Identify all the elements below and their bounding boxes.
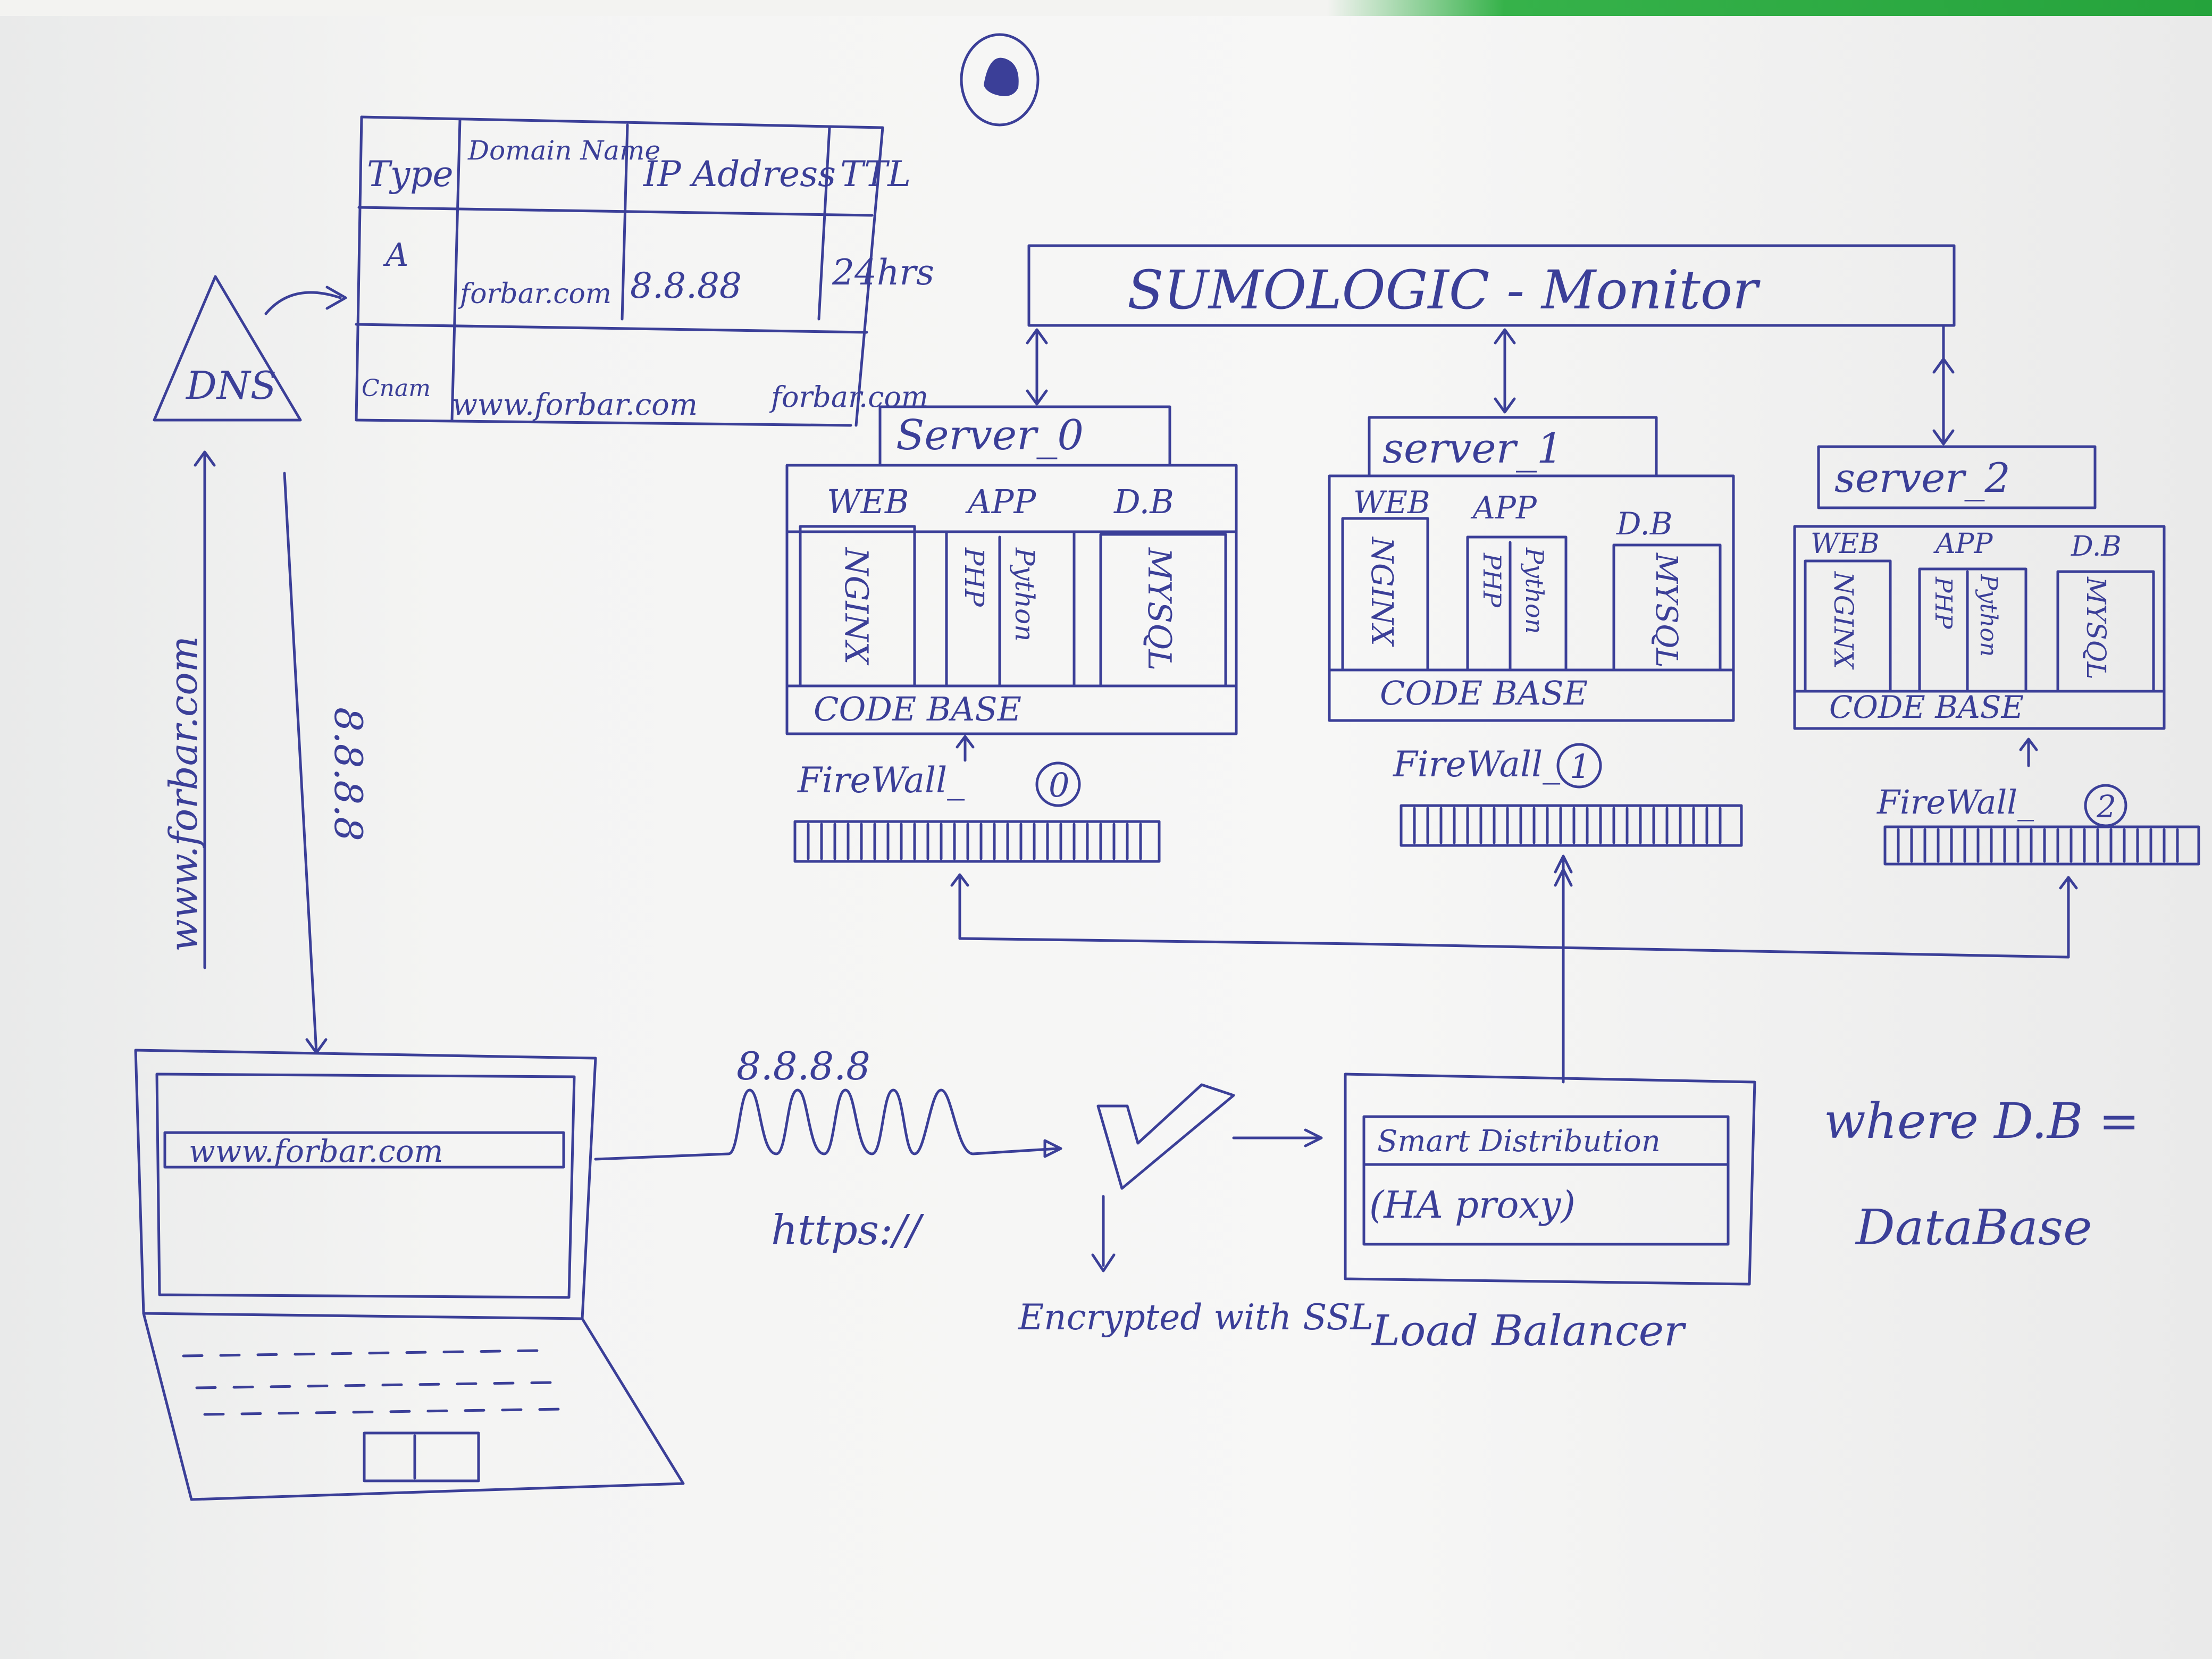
lb-label: Load Balancer	[1371, 1306, 1687, 1355]
server-0-web-label: WEB	[827, 482, 909, 521]
lb-smart-distribution: Smart Distribution	[1377, 1124, 1661, 1159]
row-cname-target: forbar.com	[769, 380, 928, 414]
legend-note: where D.B = DataBase	[1824, 1093, 2140, 1256]
firewall-2-label: FireWall_	[1876, 783, 2034, 822]
server-1-app-label: APP	[1470, 490, 1537, 526]
firewall-2-bricks	[1897, 828, 2179, 863]
header-domain: Domain Name	[467, 135, 660, 166]
server-2-app-label: APP	[1933, 528, 1993, 560]
sumologic-monitor: SUMOLOGIC - Monitor	[1026, 244, 1956, 446]
server-2-codebase: CODE BASE	[1829, 689, 2024, 725]
header-ttl: TTL	[840, 154, 911, 195]
row-a-type: A	[383, 237, 408, 274]
row-cname-domain: www.forbar.com	[452, 388, 698, 422]
dns-response-label: 8.8.8.8	[326, 707, 371, 841]
dns-query-arrows: www.forbar.com 8.8.8.8	[161, 450, 371, 1054]
firewall-1-bricks	[1413, 807, 1722, 844]
server-0-codebase: CODE BASE	[814, 690, 1021, 728]
firewall-1-label: FireWall_	[1393, 744, 1560, 785]
server-2: server_2 WEB APP D.B NGINX PHP Python MY…	[1793, 445, 2200, 866]
dns-label: DNS	[185, 363, 276, 408]
connection-ip-label: 8.8.8.8	[736, 1044, 870, 1088]
server-0-db-label: D.B	[1113, 482, 1174, 521]
firewall-2-number: 2	[2096, 789, 2116, 825]
server-2-db-label: D.B	[2071, 531, 2122, 563]
dns-record-table: Type Domain Name IP Address TTL A forbar…	[355, 115, 934, 427]
server-0-php: PHP	[959, 547, 990, 607]
firewall-0-bricks	[807, 823, 1142, 860]
row-a-domain: forbar.com	[458, 278, 611, 310]
server-1-name: server_1	[1382, 425, 1563, 473]
server-2-nginx: NGINX	[1828, 571, 1859, 670]
server-1-nginx: NGINX	[1364, 536, 1399, 647]
dns-node: DNS	[153, 275, 347, 422]
connection-protocol-label: https://	[771, 1206, 924, 1254]
monitor-label: SUMOLOGIC - Monitor	[1127, 259, 1761, 321]
server-1-mysql: MYSQL	[1649, 552, 1683, 668]
server-0-name: Server_0	[896, 412, 1084, 459]
firewall-0-label: FireWall_	[797, 760, 965, 801]
server-1-db-label: D.B	[1616, 506, 1673, 542]
server-2-mysql: MYSQL	[2081, 576, 2112, 680]
ssl-check-icon: Encrypted with SSL	[1018, 1083, 1373, 1338]
row-a-ttl: 24hrs	[832, 252, 934, 293]
note-line-2: DataBase	[1855, 1199, 2092, 1256]
dns-query-label: www.forbar.com	[161, 636, 206, 952]
server-2-name: server_2	[1834, 454, 2010, 501]
laptop-url-bar: www.forbar.com	[189, 1133, 443, 1169]
row-a-ip: 8.8.88	[630, 265, 742, 306]
header-ip: IP Address	[643, 154, 836, 195]
lb-ha-proxy: (HA proxy)	[1369, 1183, 1576, 1227]
server-2-python: Python	[1975, 574, 2002, 657]
ssl-label: Encrypted with SSL	[1018, 1297, 1373, 1338]
doodle-logo-icon	[960, 33, 1040, 127]
firewall-distribution-lines	[950, 854, 2078, 1084]
server-2-web-label: WEB	[1811, 528, 1880, 560]
server-0-python: Python	[1009, 547, 1040, 642]
firewall-0-number: 0	[1049, 766, 1069, 805]
note-line-1: where D.B =	[1824, 1093, 2140, 1150]
server-1: server_1 WEB APP D.B NGINX PHP Python MY…	[1328, 416, 1743, 847]
server-0-mysql: MYSQL	[1141, 547, 1178, 671]
server-1-codebase: CODE BASE	[1380, 674, 1588, 713]
header-type: Type	[367, 154, 454, 195]
server-0-nginx: NGINX	[837, 547, 875, 666]
load-balancer: Smart Distribution (HA proxy) Load Balan…	[1344, 1073, 1756, 1355]
server-1-php: PHP	[1478, 552, 1506, 608]
server-1-python: Python	[1520, 547, 1549, 634]
https-connection: 8.8.8.8 https://	[594, 1044, 1062, 1254]
row-cname-type: Cnam	[362, 375, 431, 402]
server-0: Server_0 WEB APP D.B NGINX PHP Python MY…	[785, 405, 1238, 863]
laptop: www.forbar.com	[134, 1049, 685, 1501]
server-0-app-label: APP	[965, 482, 1036, 521]
green-strip	[0, 0, 2212, 16]
server-1-web-label: WEB	[1353, 484, 1430, 521]
firewall-1-number: 1	[1570, 747, 1590, 786]
server-2-php: PHP	[1930, 576, 1957, 630]
